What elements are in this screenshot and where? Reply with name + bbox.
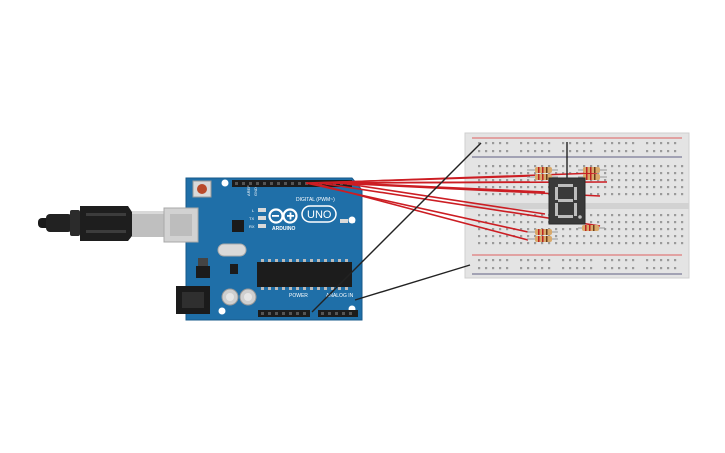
- brand-label: ARDUINO: [272, 226, 295, 232]
- atmega-chip-icon: [257, 259, 352, 290]
- led-l-label: L: [252, 208, 255, 213]
- led-rx-label: RX: [249, 224, 255, 229]
- mounting-hole: [221, 179, 229, 187]
- resistors[interactable]: [527, 167, 607, 242]
- seven-segment-display[interactable]: 8.: [0, 0, 586, 225]
- digital-header-label: DIGITAL (PWM~): [296, 197, 335, 203]
- power-header-label: POWER: [289, 293, 308, 299]
- resistor[interactable]: [527, 236, 558, 242]
- arduino-logo: ARDUINO: [268, 208, 298, 232]
- pin-label-aref: AREF: [246, 185, 251, 196]
- led-tx-label: TX: [249, 216, 254, 221]
- resistor[interactable]: [578, 225, 605, 231]
- dc-jack-icon[interactable]: [176, 286, 210, 314]
- ground-wires[interactable]: [311, 142, 568, 313]
- model-badge: [301, 205, 337, 223]
- resistor[interactable]: [578, 174, 607, 180]
- resistor[interactable]: [527, 229, 558, 235]
- usb-cable-icon[interactable]: [38, 206, 164, 241]
- mounting-hole: [348, 216, 356, 224]
- resistor[interactable]: [527, 167, 558, 173]
- mounting-hole: [218, 307, 226, 315]
- resistor[interactable]: [527, 174, 558, 180]
- display-digit: 8.: [0, 0, 2, 1]
- pin-label-gnd: GND: [253, 187, 258, 196]
- reset-button-icon[interactable]: [192, 180, 212, 198]
- display-segments: [555, 184, 582, 219]
- resistor[interactable]: [578, 167, 607, 173]
- model-label: UNO: [307, 209, 332, 221]
- arduino-board[interactable]: AREF GND DIGITAL (PWM~) L TX RX ARDUINO …: [163, 177, 363, 321]
- led-on-label: ON: [349, 219, 355, 224]
- analog-header-label: ANALOG IN: [326, 293, 354, 299]
- crystal: [217, 243, 247, 257]
